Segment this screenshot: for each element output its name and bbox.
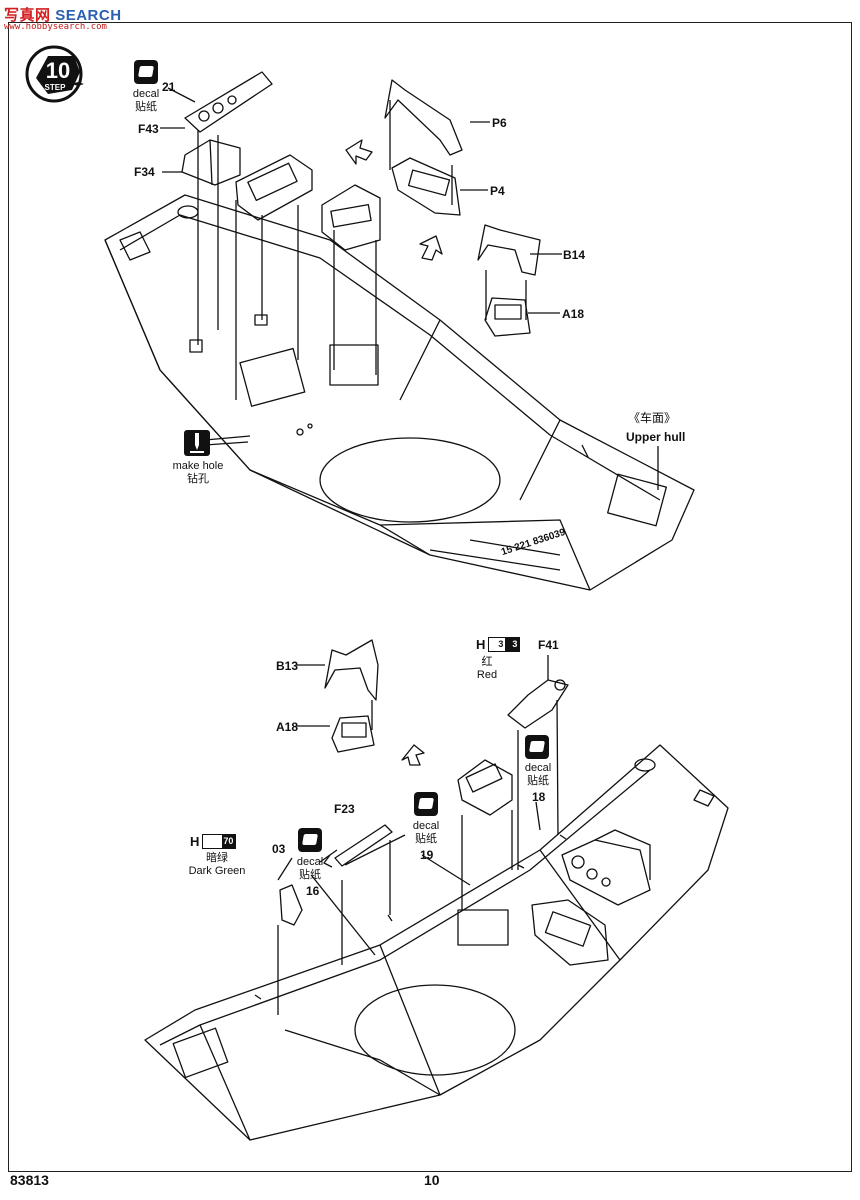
decal-icon [134,60,158,84]
part-label-p4: P4 [490,184,505,198]
upper-hull-cn-label: 《车面》 [627,411,676,425]
upper-hull-label: Upper hull [626,430,686,444]
decal-icon-19 [414,792,438,816]
part-label-b14: B14 [563,248,586,262]
part-label-p6: P6 [492,116,507,130]
decal-icon-16 [298,828,322,852]
upper-hull-drawing [104,194,695,591]
lower-hull-drawing [144,744,729,1141]
decal-number-18: 18 [532,790,546,804]
lower-parts-drawing [277,639,569,1015]
step-number: 10 [46,58,70,83]
paint-code-red: H 3 3 [476,636,521,652]
page-number: 10 [424,1172,440,1188]
kit-number: 83813 [10,1172,49,1188]
step-word: STEP [45,83,67,92]
watermark-url: www.hobbysearch.com [4,22,107,32]
decal-icon-18 [525,735,549,759]
decal-number-19: 19 [420,848,434,862]
part-label-a18-lower: A18 [276,720,299,734]
drill-icon [184,430,210,456]
part-label-b13: B13 [276,659,299,673]
part-label-03: 03 [272,842,286,856]
part-label-f34: F34 [134,165,155,179]
upper-parts-drawing [160,71,659,490]
part-label-f23: F23 [334,802,355,816]
part-label-f41: F41 [538,638,559,652]
paint-code-dark-green: H 70 [190,833,237,849]
part-label-a18: A18 [562,307,585,321]
decal-number-21: 21 [162,80,176,94]
decal-number-16: 16 [306,884,320,898]
step-badge: 10 STEP [25,45,84,103]
watermark-logo: 写真网 SEARCH [4,7,122,24]
part-label-f43: F43 [138,122,159,136]
page-frame [8,22,852,1172]
